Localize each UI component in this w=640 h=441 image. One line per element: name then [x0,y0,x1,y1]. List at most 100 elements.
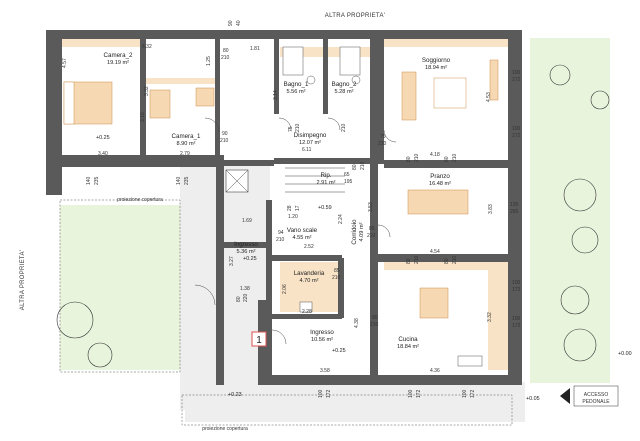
dimension-label: 135 [510,202,519,208]
ingresso-main-area: 10.56 m² [311,337,333,343]
dimension-label: 90 [228,20,234,26]
dimension-label: 1.20 [288,214,298,220]
dimension-label: 85 [369,226,375,232]
dimension-label: 1.81 [250,46,260,52]
dimension-label: 195 [344,179,353,185]
dimension-label: 40 [236,20,242,26]
washer [299,301,313,313]
left-property-label: ALTRA PROPRIETA' [20,250,26,310]
access-label: ACCESSO [584,392,609,398]
tv-unit [489,59,499,101]
desk [195,87,215,107]
dimension-label: 3.14 [273,90,279,100]
bagno1-area: 5.56 m² [287,89,306,95]
dimension-label: 3.40 [98,151,108,157]
dimension-label: 90 [222,131,228,137]
corridoio-area: 4.09 m² [359,222,365,241]
doors [194,117,397,345]
rip-area: 2.91 m² [317,180,336,186]
dimension-label: 3.58 [320,368,330,374]
kitchen-table [419,287,449,319]
disimpegno-area: 12.07 m² [299,140,321,146]
rip-name: Rip. [320,172,331,179]
soggiorno-name: Soggiorno [422,57,451,64]
dimension-label: 220 [243,293,249,302]
wardrobe-camera2 [62,39,140,47]
camera1-name: Camera_1 [172,133,201,140]
dimension-label: 210 [378,141,387,147]
dimension-label: 1.38 [240,286,250,292]
pranzo-name: Pranzo [430,173,450,180]
level-markers: +0.25 +0.25 +0.59 +0.25 +0.23 +0.05 +0.0… [96,135,632,402]
dimension-label: 4.38 [354,318,360,328]
camera2-name: Camera_2 [104,52,133,59]
furniture [63,46,499,367]
dimension-label: 100 [408,389,414,398]
dimension-label: 210 [341,123,347,132]
level-ext-left: +0.23 [228,392,242,398]
sofa [401,71,417,121]
bagno2-area: 5.28 m² [335,89,354,95]
dimension-label: 17 [295,205,301,211]
dimension-label: 100 [512,316,521,322]
toilet-1 [306,75,316,85]
dimension-label: 210 [221,55,230,61]
dimension-label: 172 [512,323,521,329]
dimension-label: 4.57 [62,58,68,68]
dimension-label: 210 [295,123,301,132]
dimension-label: 3.16 [140,112,146,122]
dimension-label: 6.32 [142,44,152,50]
room-labels: Camera_2 19.19 m² Camera_1 8.90 m² Bagno… [104,52,452,350]
dimension-label: 80 [352,164,358,170]
corridoio-name: Corridoio [351,219,358,245]
dimension-label: 100 [318,389,324,398]
dimension-label: 6.11 [302,147,312,153]
dimension-label: 2.28 [302,309,312,315]
dimension-label: 2.52 [304,244,314,250]
dimension-label: 80 [406,156,412,162]
dimension-label: 210 [220,138,229,144]
kitchen-counter [488,270,508,370]
dimension-label: 100 [512,280,521,286]
ingresso-small-name: Ingresso [234,241,258,248]
dimension-label: 4.54 [430,249,440,255]
roof-label-bottom: proiezione copertura [202,426,248,432]
dimension-label: 1.25 [206,56,212,66]
dimension-label: 3.32 [144,86,150,96]
dimension-label: 28 [287,205,293,211]
paving-bottom [185,382,525,422]
dimension-label: 2.79 [180,151,190,157]
dimension-label: 235 [94,176,100,185]
dimension-label: 80 [236,296,242,302]
dimension-label: 1.69 [242,218,252,224]
vano-scale-name: Vano scale [287,227,318,234]
dining-table [407,189,469,215]
shower-1 [282,46,304,76]
dimension-label: 65 [344,172,350,178]
dimension-label: 172 [416,389,422,398]
shower-2 [339,46,361,76]
roof-label-top: proiezione copertura [117,197,163,203]
level-ingresso-main: +0.25 [332,348,346,354]
lavanderia-area: 4.70 m² [300,278,319,284]
dimension-label: 210 [360,161,366,170]
garden-right [530,38,610,383]
dimension-label: 3.27 [229,256,235,266]
disimpegno-name: Disimpegno [294,132,327,139]
vano-scale-area: 4.55 m² [293,235,312,241]
dimension-label: 210 [367,233,376,239]
top-property-label: ALTRA PROPRIETA' [325,13,385,19]
level-camera2: +0.25 [96,135,110,141]
dimension-label: 140 [86,176,92,185]
dimension-label: 210 [332,275,341,281]
camera2-area: 19.19 m² [107,60,129,66]
roof-projection-left [59,199,181,373]
rug [433,77,467,109]
camera1-area: 8.90 m² [177,141,196,147]
single-bed [149,89,171,119]
dimension-label: 3.32 [487,312,493,322]
dimension-label: 172 [512,77,521,83]
entrance-number: 1 [256,335,262,346]
ingresso-main-name: Ingresso [310,329,334,336]
